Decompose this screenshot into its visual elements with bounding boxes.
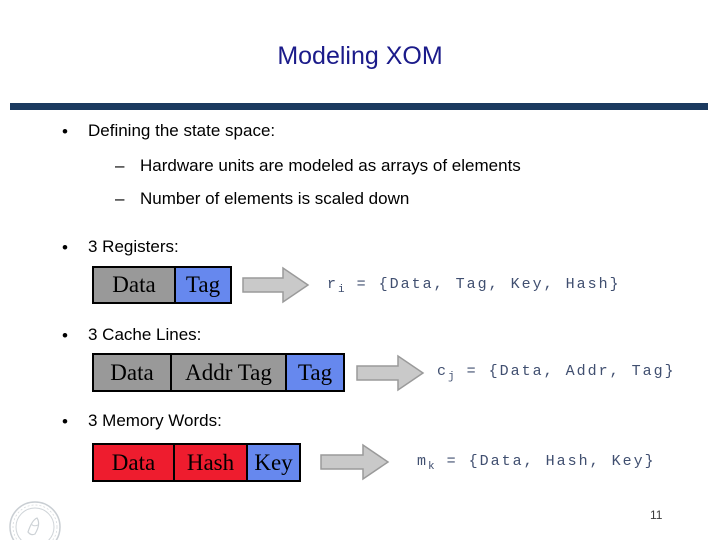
- bullet-marker: •: [62, 326, 68, 345]
- bullet-defining-state-space: Defining the state space:: [88, 121, 276, 140]
- register-cell-tag: Tag: [174, 268, 230, 302]
- formula-rhs: = {Data, Addr, Tag}: [455, 363, 676, 380]
- block-arrow-right-icon: [242, 266, 310, 304]
- memory-formula: mk = {Data, Hash, Key}: [417, 453, 656, 473]
- formula-var: m: [417, 453, 429, 470]
- block-arrow-right-icon: [320, 443, 390, 481]
- page-number: 11: [650, 508, 663, 522]
- cache-cell-tag: Tag: [285, 355, 343, 390]
- bullet-marker: •: [62, 412, 68, 431]
- block-arrow-right-icon: [356, 354, 425, 392]
- cache-cell-data: Data: [94, 355, 170, 390]
- bullet-marker: •: [62, 238, 68, 257]
- title-divider: [10, 103, 708, 110]
- register-box: Data Tag: [92, 266, 232, 304]
- formula-subscript: j: [448, 371, 456, 383]
- cache-formula: cj = {Data, Addr, Tag}: [437, 363, 676, 383]
- dash-marker: –: [115, 156, 125, 175]
- university-seal-icon: [9, 501, 61, 540]
- slide-title: Modeling XOM: [277, 42, 443, 70]
- formula-rhs: = {Data, Hash, Key}: [435, 453, 656, 470]
- bullet-registers: 3 Registers:: [88, 237, 179, 256]
- cache-line-box: Data Addr Tag Tag: [92, 353, 345, 392]
- bullet-marker: •: [62, 122, 68, 141]
- register-formula: ri = {Data, Tag, Key, Hash}: [327, 276, 621, 296]
- memory-cell-data: Data: [94, 445, 173, 480]
- bullet-memory-words: 3 Memory Words:: [88, 411, 222, 430]
- sub-bullet-number-elements: Number of elements is scaled down: [140, 189, 410, 208]
- sub-bullet-hardware-units: Hardware units are modeled as arrays of …: [140, 156, 521, 175]
- cache-cell-addr-tag: Addr Tag: [170, 355, 285, 390]
- formula-subscript: i: [338, 284, 346, 296]
- memory-cell-key: Key: [246, 445, 299, 480]
- memory-word-box: Data Hash Key: [92, 443, 301, 482]
- dash-marker: –: [115, 189, 125, 208]
- formula-var: c: [437, 363, 449, 380]
- bullet-cache-lines: 3 Cache Lines:: [88, 325, 202, 344]
- register-cell-data: Data: [94, 268, 174, 302]
- formula-subscript: k: [428, 461, 436, 473]
- formula-rhs: = {Data, Tag, Key, Hash}: [345, 276, 621, 293]
- formula-var: r: [327, 276, 339, 293]
- memory-cell-hash: Hash: [173, 445, 246, 480]
